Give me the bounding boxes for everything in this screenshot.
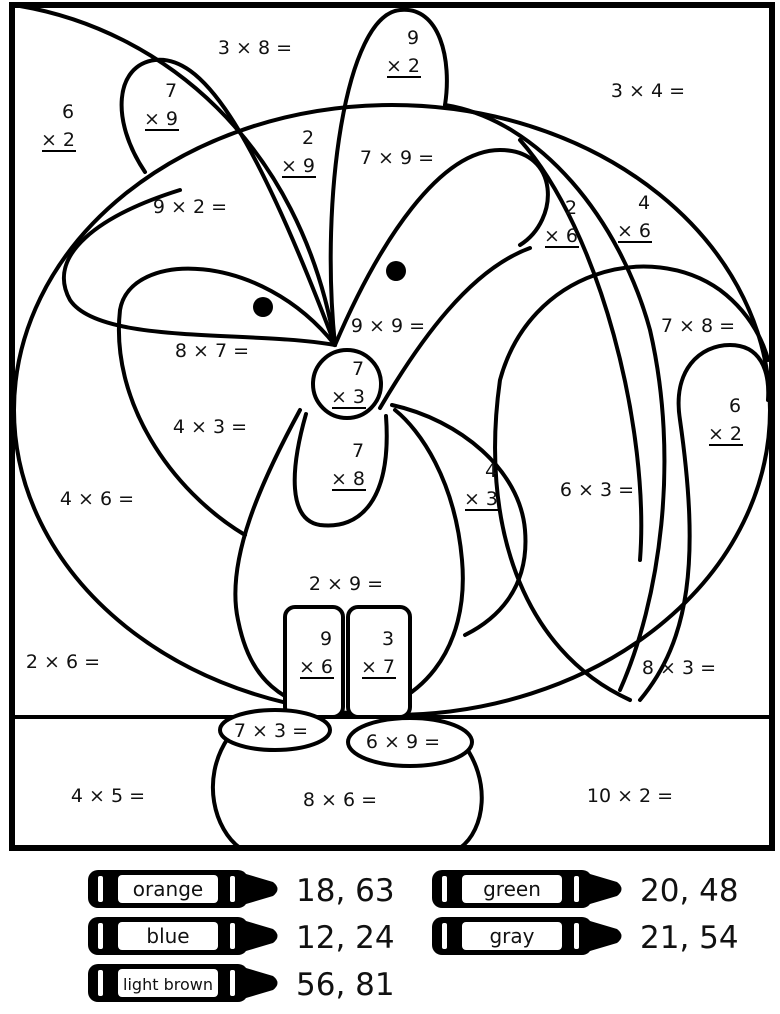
problem-vertical-bottom: × 3 bbox=[464, 488, 498, 510]
problem-horizontal: 8 × 7 = bbox=[175, 340, 249, 362]
problem-vertical-top: 7 bbox=[352, 358, 364, 380]
problem-vertical-top: 4 bbox=[638, 192, 650, 214]
problem-vertical-bottom: × 3 bbox=[331, 386, 365, 408]
problem-horizontal: 8 × 6 = bbox=[303, 789, 377, 811]
problem-vertical-top: 7 bbox=[165, 80, 177, 102]
problem-horizontal: 4 × 5 = bbox=[71, 785, 145, 807]
problem-horizontal: 2 × 9 = bbox=[309, 573, 383, 595]
crayon-color-label: light brown bbox=[123, 975, 213, 994]
problem-horizontal: 3 × 8 = bbox=[218, 37, 292, 59]
problem-vertical-top: 9 bbox=[320, 628, 332, 650]
problem-horizontal: 9 × 9 = bbox=[351, 315, 425, 337]
crayon-legend-item: orange 18, 63 bbox=[88, 870, 395, 909]
problem-horizontal: 6 × 9 = bbox=[366, 731, 440, 753]
pot bbox=[211, 708, 484, 850]
problem-vertical-bottom: × 8 bbox=[331, 468, 365, 490]
problem-vertical-bottom: × 7 bbox=[361, 656, 395, 678]
crayon-answers: 56, 81 bbox=[296, 967, 395, 1003]
problem-horizontal: 7 × 9 = bbox=[360, 147, 434, 169]
eye-left bbox=[253, 297, 273, 317]
crayon-color-label: gray bbox=[489, 924, 534, 948]
problem-vertical-top: 6 bbox=[62, 101, 74, 123]
problem-vertical-top: 2 bbox=[565, 197, 577, 219]
crayon-answers: 20, 48 bbox=[640, 873, 739, 909]
problem-vertical-top: 4 bbox=[485, 460, 497, 482]
crayon-color-label: orange bbox=[133, 877, 203, 901]
crayon-answers: 12, 24 bbox=[296, 920, 395, 956]
crayon-color-label: green bbox=[483, 877, 541, 901]
problem-horizontal: 10 × 2 = bbox=[587, 785, 673, 807]
problem-vertical-top: 9 bbox=[407, 27, 419, 49]
problem-horizontal: 4 × 6 = bbox=[60, 488, 134, 510]
problem-vertical-bottom: × 2 bbox=[41, 129, 75, 151]
problem-vertical-bottom: × 6 bbox=[299, 656, 333, 678]
problem-horizontal: 2 × 6 = bbox=[26, 651, 100, 673]
problem-horizontal: 4 × 3 = bbox=[173, 416, 247, 438]
problem-horizontal: 9 × 2 = bbox=[153, 196, 227, 218]
problem-vertical-bottom: × 6 bbox=[544, 225, 578, 247]
problem-vertical-bottom: × 2 bbox=[708, 423, 742, 445]
crayon-legend-item: green 20, 48 bbox=[432, 870, 739, 909]
problem-vertical-bottom: × 6 bbox=[617, 220, 651, 242]
problem-horizontal: 7 × 3 = bbox=[234, 720, 308, 742]
frame bbox=[9, 2, 775, 851]
problem-horizontal: 3 × 4 = bbox=[611, 80, 685, 102]
problem-vertical-bottom: × 9 bbox=[144, 108, 178, 130]
crayon-legend-item: gray 21, 54 bbox=[432, 917, 739, 956]
color-legend: orange 18, 63 blue 12, 24 light brown 56, 81 g… bbox=[88, 870, 739, 1003]
crayon-answers: 21, 54 bbox=[640, 920, 739, 956]
crayon-answers: 18, 63 bbox=[296, 873, 395, 909]
problem-horizontal: 6 × 3 = bbox=[560, 479, 634, 501]
problem-vertical-top: 2 bbox=[302, 127, 314, 149]
problem-horizontal: 8 × 3 = bbox=[642, 657, 716, 679]
problem-vertical-top: 3 bbox=[382, 628, 394, 650]
problem-vertical-bottom: × 9 bbox=[281, 155, 315, 177]
crayon-legend-item: light brown 56, 81 bbox=[88, 964, 395, 1003]
problem-horizontal: 7 × 8 = bbox=[661, 315, 735, 337]
problem-vertical-top: 7 bbox=[352, 440, 364, 462]
problem-vertical-bottom: × 2 bbox=[386, 55, 420, 77]
problem-vertical-top: 6 bbox=[729, 395, 741, 417]
fox-outline bbox=[18, 4, 771, 719]
problems: 3 × 8 = 3 × 4 = 7 × 9 = 9 × 2 = 9 × 9 = 7 × 8… bbox=[26, 27, 743, 811]
eye-right bbox=[386, 261, 406, 281]
crayon-color-label: blue bbox=[146, 924, 189, 948]
crayon-legend-item: blue 12, 24 bbox=[88, 917, 395, 956]
